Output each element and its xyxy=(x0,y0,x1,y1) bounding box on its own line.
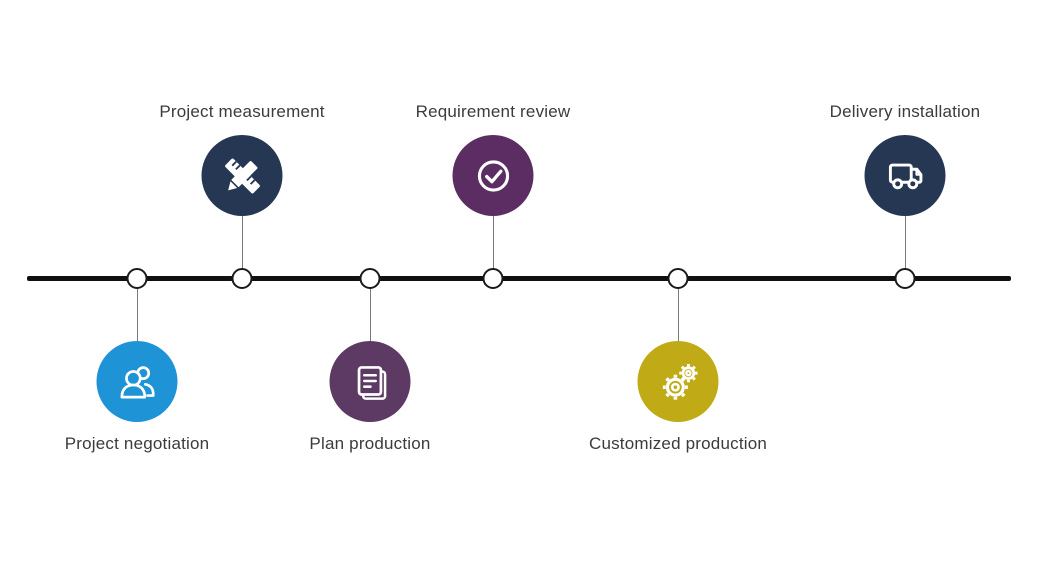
check-circle-icon xyxy=(468,151,518,201)
connector-line xyxy=(904,216,906,269)
step-icon-bubble xyxy=(96,341,178,422)
timeline-node xyxy=(126,268,148,289)
step-label: Delivery installation xyxy=(829,102,981,121)
ruler-pencil-icon xyxy=(217,151,267,201)
timeline-node xyxy=(359,268,381,289)
step-label: Requirement review xyxy=(415,102,571,121)
connector-line xyxy=(369,288,371,341)
users-icon xyxy=(112,357,162,407)
step-icon-bubble xyxy=(329,341,411,422)
step-icon-bubble xyxy=(452,135,534,216)
step-icon-bubble xyxy=(637,341,719,422)
step-label: Project measurement xyxy=(159,102,325,121)
timeline-node xyxy=(482,268,504,289)
step-label: Project negotiation xyxy=(64,434,210,453)
connector-line xyxy=(241,216,243,269)
step-icon-bubble xyxy=(864,135,946,216)
step-icon-bubble xyxy=(201,135,283,216)
timeline-line xyxy=(27,276,1011,281)
truck-icon xyxy=(880,151,930,201)
timeline-node xyxy=(231,268,253,289)
document-icon xyxy=(345,357,395,407)
step-label: Plan production xyxy=(309,434,431,453)
timeline-node xyxy=(894,268,916,289)
connector-line xyxy=(136,288,138,341)
step-label: Customized production xyxy=(588,434,768,453)
connector-line xyxy=(677,288,679,341)
timeline-node xyxy=(667,268,689,289)
connector-line xyxy=(492,216,494,269)
gears-icon xyxy=(653,357,703,407)
